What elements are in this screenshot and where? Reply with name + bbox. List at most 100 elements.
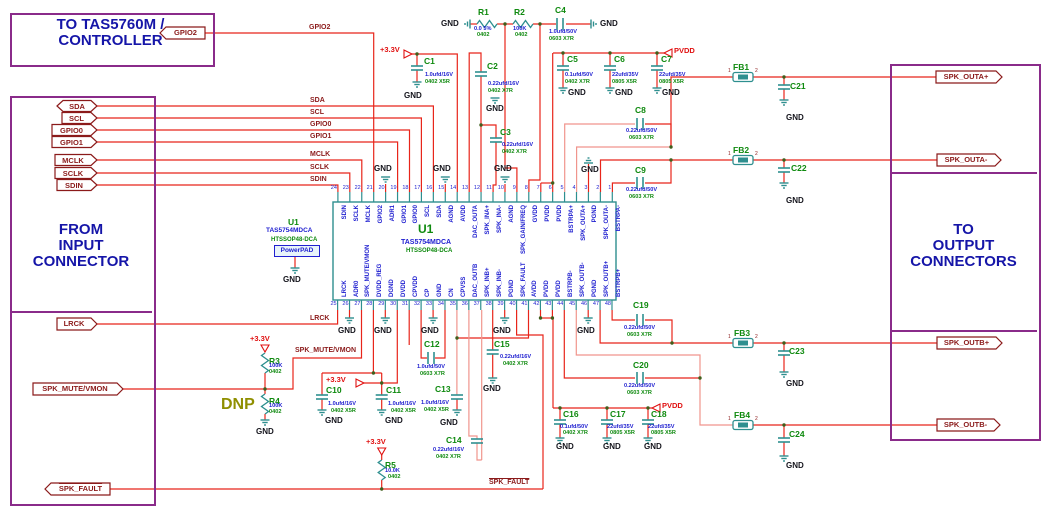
net-label-gpio0: GPIO0 [310, 121, 332, 128]
flag-spk-outa-minus: SPK_OUTA- [944, 155, 988, 164]
fb-pin1-number: 1 [728, 334, 731, 340]
ic-pin-number: 41 [521, 300, 528, 307]
input-box-divider [10, 311, 152, 313]
refdes-C12: C12 [424, 339, 440, 349]
flag-gpio2-shape [159, 26, 206, 40]
package-C4: 0603 X7R [549, 36, 574, 42]
ic-pin-number: 39 [497, 300, 504, 307]
ic-pin-name: DAC_OUTB [472, 263, 479, 297]
junction-dot [605, 406, 609, 410]
package-C20: 0603 X7R [627, 390, 652, 396]
flag-sclk: SCLK [62, 168, 84, 178]
ic-pin-name: BSTRPB+ [615, 268, 622, 297]
plus-3v3-label: +3.3V [366, 437, 386, 446]
ic-pin-number: 19 [390, 185, 397, 191]
wire [97, 310, 339, 325]
value-C11: 1.0ufd/16V [388, 401, 416, 407]
flag-scl: SCL [69, 113, 84, 123]
wire [97, 184, 339, 192]
refdes-C3: C3 [500, 127, 511, 137]
ic-pin-name: PGND [508, 279, 515, 297]
ic-pin-number: 42 [533, 300, 540, 307]
ic-pin-name: PVDD [556, 280, 563, 297]
gnd-label: GND [440, 418, 458, 427]
refdes-C23: C23 [789, 346, 805, 356]
ic-pin-number: 43 [545, 300, 552, 307]
wire [260, 352, 270, 374]
net-label-mclk: MCLK [310, 151, 331, 158]
value-C19: 0.22ufd/50V [624, 325, 656, 331]
wire [97, 117, 422, 192]
wire [381, 310, 398, 384]
ic-part-number: TAS5754MDCA [401, 239, 452, 246]
ic-pin-number: 31 [402, 300, 409, 307]
power-flag-icon [403, 49, 414, 59]
refdes-C19: C19 [633, 300, 649, 310]
junction-dot [551, 181, 555, 185]
gnd-label: GND [325, 416, 343, 425]
ic-pin-name: AVDD [532, 280, 539, 297]
ic-pin-number: 18 [402, 185, 409, 191]
ic-pin-name: CP [425, 288, 432, 297]
package-C17: 0805 X5R [610, 430, 635, 436]
flag-mclk: MCLK [62, 155, 84, 165]
ic-pin-number: 48 [604, 300, 611, 307]
wire [97, 159, 363, 192]
flag-lrck-shape [56, 317, 98, 331]
refdes-C15: C15 [494, 339, 510, 349]
package-R4: 0402 [269, 409, 282, 415]
package-C5: 0402 X7R [565, 79, 590, 85]
wire [97, 129, 411, 192]
wire [492, 142, 497, 192]
plus-3v3-label: +3.3V [326, 375, 346, 384]
ic-pin-name: DVDD [401, 279, 408, 297]
value-C9: 0.22ufd/50V [626, 187, 658, 193]
value-R2: 100K [513, 26, 527, 32]
ic-pin-number: 37 [473, 300, 480, 307]
flag-spk-outa-plus-shape [935, 70, 1003, 84]
wire [123, 310, 363, 390]
junction-dot [646, 406, 650, 410]
refdes-C2: C2 [487, 61, 498, 71]
ic-pin-number: 6 [548, 185, 552, 191]
package-C8: 0603 X7R [629, 135, 654, 141]
power-flag-icon [355, 378, 366, 388]
wire [516, 310, 544, 489]
wire [670, 76, 733, 147]
plus-3v3-label: +3.3V [380, 45, 400, 54]
gnd-label: GND [600, 19, 618, 28]
ic-pin-number: 22 [354, 185, 361, 191]
ic-pin-number: 40 [509, 300, 516, 307]
ic-pin-number: 7 [536, 185, 540, 191]
ic-pin-name: PVDD [544, 280, 551, 297]
flag-scl-shape [61, 111, 98, 125]
ic-pin-number: 17 [414, 185, 421, 191]
fb-pin2-number: 2 [755, 151, 758, 157]
ic-pin-number: 14 [450, 185, 457, 191]
junction-dot [782, 423, 786, 427]
gnd-label: GND [786, 379, 804, 388]
value-C18: 22ufd/35V [648, 424, 675, 430]
ic-pin-number: 30 [390, 300, 397, 307]
wire [476, 443, 482, 461]
ic-pin-name: DVDD_REG [377, 263, 384, 297]
output-line3: CONNECTORS [910, 253, 1017, 270]
gnd-label: GND [786, 113, 804, 122]
value-C8: 0.22ufd/50V [626, 128, 658, 134]
gnd-label: GND [441, 19, 459, 28]
ic-pin-name: CPVSS [460, 276, 467, 297]
refdes-C5: C5 [567, 54, 578, 64]
wire [205, 32, 375, 192]
package-C1: 0402 X5R [425, 79, 450, 85]
junction-dot [263, 387, 267, 391]
package-C18: 0805 X5R [651, 430, 676, 436]
wire [260, 393, 270, 415]
ferrite-bead-core [738, 74, 748, 80]
controller-box [10, 13, 215, 67]
refdes-FB2: FB2 [733, 145, 750, 155]
flag-gpio1: GPIO1 [60, 137, 83, 147]
package-C10: 0402 X5R [331, 408, 356, 414]
net-label-sda: SDA [310, 97, 325, 104]
power-flag-icon [650, 403, 661, 413]
wire [457, 310, 530, 339]
